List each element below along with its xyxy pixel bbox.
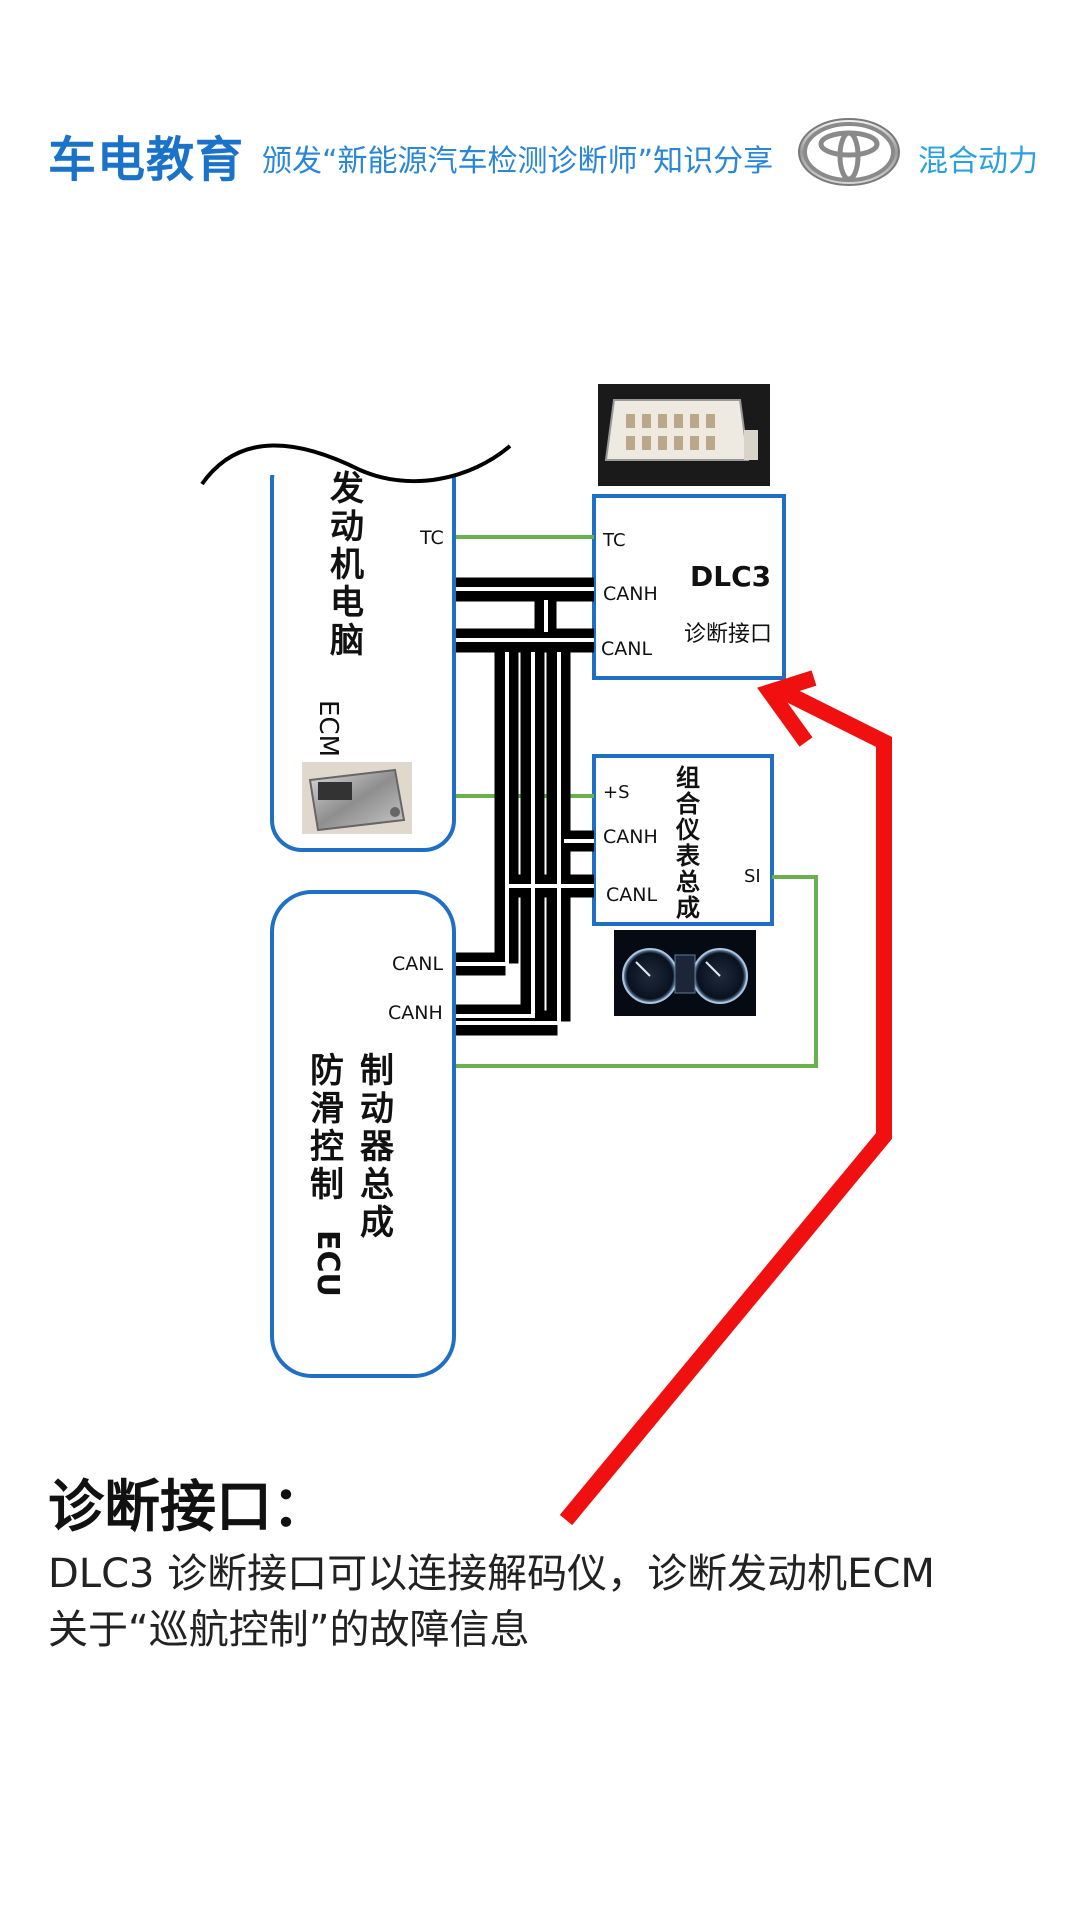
bottom-line-2: 关于“巡航控制”的故障信息 (48, 1607, 530, 1653)
dlc3-title: DLC3 (690, 560, 771, 593)
abs-title-col2-en: ECU (310, 1230, 345, 1297)
cluster-pin-s: +S (603, 782, 630, 803)
cluster-pin-canh: CANH (603, 826, 658, 848)
can-bus-wires (456, 577, 594, 1036)
abs-pin-canl: CANL (392, 953, 443, 975)
bottom-body: DLC3 诊断接口可以连接解码仪，诊断发动机ECM 关于“巡航控制”的故障信息 (48, 1546, 1048, 1658)
cluster-photo (614, 930, 756, 1016)
ecm-title-cn: 发动机电脑 (330, 469, 364, 661)
hybrid-label: 混合动力 (918, 144, 1038, 179)
cluster-box (592, 754, 774, 926)
red-arrow (559, 670, 892, 1526)
dlc3-photo (598, 384, 770, 486)
cluster-pin-canl: CANL (606, 884, 657, 906)
abs-title-col2-cn: 防滑控制 (310, 1051, 344, 1205)
cluster-pin-si: SI (744, 866, 761, 887)
dlc3-pin-canh: CANH (603, 583, 658, 605)
dlc3-pin-tc: TC (602, 530, 626, 551)
ecm-title-en: ECM (313, 700, 343, 757)
brand-title: 车电教育 (48, 132, 245, 188)
header-subtitle: 颁发“新能源汽车检测诊断师”知识分享 (262, 144, 774, 179)
toyota-logo-icon (798, 118, 900, 186)
ecm-photo (302, 762, 412, 834)
cut-line (200, 443, 512, 486)
abs-box (270, 890, 456, 1378)
dlc3-box (592, 494, 786, 680)
bottom-line-1: DLC3 诊断接口可以连接解码仪，诊断发动机ECM (48, 1551, 935, 1597)
abs-pin-canh: CANH (388, 1002, 443, 1024)
dlc3-pin-canl: CANL (601, 638, 652, 660)
bottom-title: 诊断接口： (48, 1475, 328, 1540)
cluster-title: 组合仪表总成 (675, 764, 701, 922)
ecm-pin-tc: TC (419, 527, 444, 549)
abs-title-col1: 制动器总成 (360, 1051, 395, 1243)
header: 车电教育 颁发“新能源汽车检测诊断师”知识分享 混合动力 (0, 100, 1080, 210)
dlc3-subtitle: 诊断接口 (684, 622, 772, 647)
